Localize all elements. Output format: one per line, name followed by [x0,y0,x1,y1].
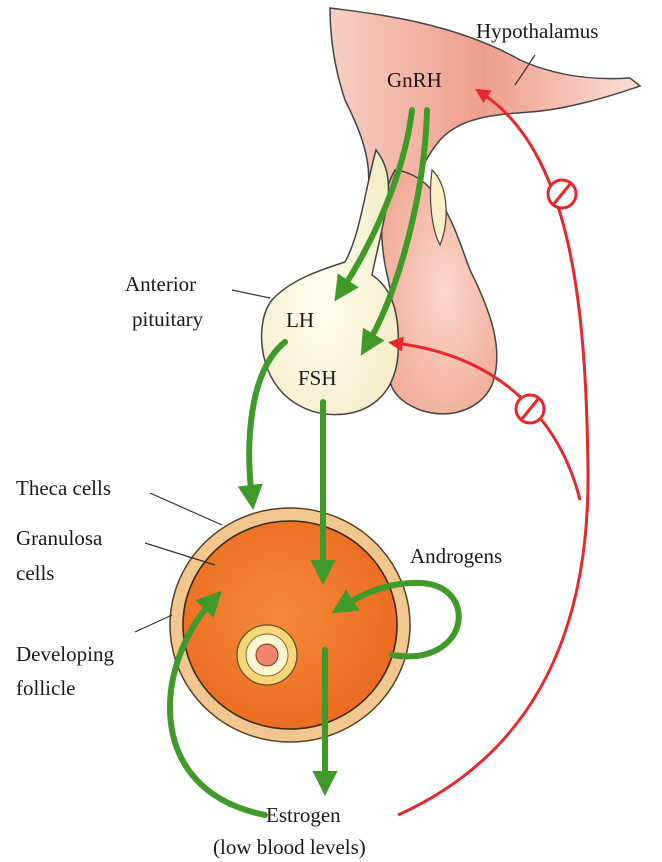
developing-label: Developing [16,642,114,666]
inhibit-symbol-icon [516,395,544,423]
theca-cells-label: Theca cells [16,476,111,500]
inhibit-symbol-icon [548,180,576,208]
follicle-label: follicle [16,676,75,700]
anterior-label: Anterior [125,272,196,296]
estrogen-note-label: (low blood levels) [213,835,366,859]
lh-label: LH [286,308,314,332]
posterior-pituitary-shape [382,170,497,414]
developing-follicle-shape [170,508,410,742]
fsh-label: FSH [298,366,337,390]
androgens-label: Androgens [410,544,502,568]
granulosa-label: Granulosa [16,526,103,550]
granulosa-cells-label: cells [16,561,54,585]
oocyte-shape [237,625,297,685]
hypothalamus-label: Hypothalamus [476,19,598,43]
estrogen-label: Estrogen [266,803,341,827]
gnrh-label: GnRH [387,68,442,92]
pituitary-label: pituitary [132,307,204,331]
